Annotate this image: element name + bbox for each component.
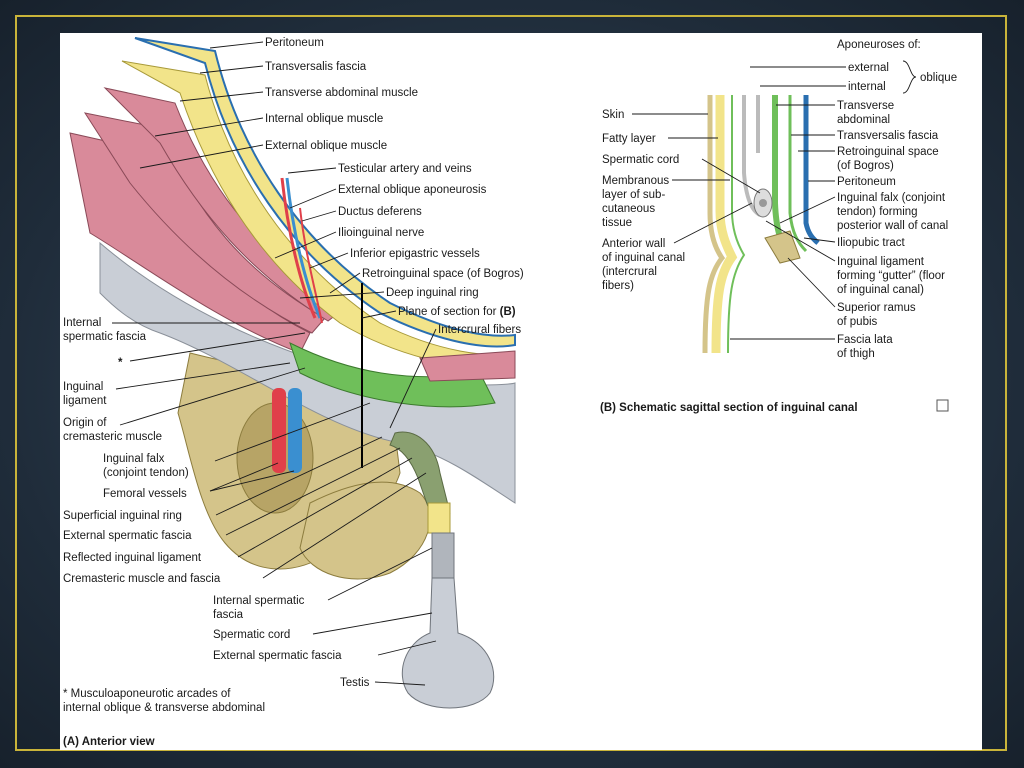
label-internal-oblique-muscle: Internal oblique muscle xyxy=(265,113,383,125)
label-external-oblique-aponeurosis: External oblique aponeurosis xyxy=(338,184,487,196)
label-gutter-3: of inguinal canal) xyxy=(837,284,924,296)
panel-a-caption: (A) Anterior view xyxy=(63,736,155,748)
label-retro-1: Retroinguinal space xyxy=(837,146,939,158)
label-retro-2: (of Bogros) xyxy=(837,160,894,172)
femoral-vein xyxy=(288,388,302,473)
label-membranous-1: Membranous xyxy=(602,175,669,187)
panel-a-labels: Peritoneum Transversalis fascia Transver… xyxy=(63,37,524,748)
ductus-deferens xyxy=(299,207,323,324)
label-membranous-2: layer of sub- xyxy=(602,189,665,201)
label-external-oblique-muscle: External oblique muscle xyxy=(265,140,387,152)
diagram-slide: Peritoneum Transversalis fascia Transver… xyxy=(60,33,982,750)
label-inguinal-falx-2: (conjoint tendon) xyxy=(103,467,189,479)
label-anterior-wall-3: (intercrural xyxy=(602,266,657,278)
label-transverse-1: Transverse xyxy=(837,100,894,112)
label-falx-2: tendon) forming xyxy=(837,206,918,218)
label-deep-inguinal-ring: Deep inguinal ring xyxy=(386,287,479,299)
label-inguinal-falx-1: Inguinal falx xyxy=(103,453,165,465)
label-oblique: oblique xyxy=(920,72,957,84)
label-external-spermatic: External spermatic fascia xyxy=(63,530,192,542)
panel-b-illustration xyxy=(702,95,820,354)
label-iliopubic: Iliopubic tract xyxy=(837,237,906,249)
label-spermatic-cord-b: Spermatic cord xyxy=(602,154,679,166)
muscle-cut-edge xyxy=(419,350,516,382)
label-falx-1: Inguinal falx (conjoint xyxy=(837,192,946,204)
panel-b-labels: Aponeuroses of: external internal obliqu… xyxy=(600,39,957,414)
label-aponeuroses-of: Aponeuroses of: xyxy=(837,39,921,51)
label-testis: Testis xyxy=(340,677,370,689)
label-membranous-3: cutaneous xyxy=(602,203,655,215)
label-membranous-4: tissue xyxy=(602,217,632,229)
label-transverse-abdominal-muscle: Transverse abdominal muscle xyxy=(265,87,418,99)
label-intercrural-fibers: Intercrural fibers xyxy=(438,324,521,336)
label-ext-sperm-fascia-2: External spermatic fascia xyxy=(213,650,342,662)
label-int-sperm-fascia-1: Internal spermatic xyxy=(213,595,305,607)
panel-b-caption: (B) Schematic sagittal section of inguin… xyxy=(600,402,858,414)
label-inferior-epigastric: Inferior epigastric vessels xyxy=(350,248,480,260)
label-anterior-wall-4: fibers) xyxy=(602,280,634,292)
testis-shape xyxy=(401,577,495,709)
peritoneum-b xyxy=(803,95,820,245)
label-transversalis-fascia: Transversalis fascia xyxy=(265,61,367,73)
inguinal-canal-diagram: Peritoneum Transversalis fascia Transver… xyxy=(63,37,957,748)
membranous-layer xyxy=(727,95,746,354)
green-conjoint-layer xyxy=(289,342,496,408)
label-cremasteric-muscle: Cremasteric muscle and fascia xyxy=(63,573,221,585)
label-internal-spermatic-2: spermatic fascia xyxy=(63,331,147,343)
superior-ramus-section xyxy=(764,230,801,264)
label-inguinal-ligament-1: Inguinal xyxy=(63,381,103,393)
label-plane-of-section: Plane of section for (B) xyxy=(398,306,516,318)
label-ramus-2: of pubis xyxy=(837,316,878,328)
label-lata-1: Fascia lata xyxy=(837,334,893,346)
label-peritoneum-b: Peritoneum xyxy=(837,176,896,188)
label-origin-cremasteric-1: Origin of xyxy=(63,417,107,429)
label-inguinal-ligament-2: ligament xyxy=(63,395,107,407)
label-skin: Skin xyxy=(602,109,624,121)
label-ductus-deferens: Ductus deferens xyxy=(338,206,422,218)
label-ilioinguinal-nerve: Ilioinguinal nerve xyxy=(338,227,424,239)
label-fatty-layer: Fatty layer xyxy=(602,133,656,145)
label-transverse-2: abdominal xyxy=(837,114,890,126)
label-transversalis-b: Transversalis fascia xyxy=(837,130,939,142)
label-lata-2: of thigh xyxy=(837,348,875,360)
label-peritoneum: Peritoneum xyxy=(265,37,324,49)
transversalis-fascia-b xyxy=(788,95,808,253)
label-external: external xyxy=(848,62,889,74)
label-testicular-artery: Testicular artery and veins xyxy=(338,163,472,175)
femoral-artery xyxy=(272,388,286,473)
fatty-layer-strip xyxy=(711,95,738,354)
label-retroinguinal-space: Retroinguinal space (of Bogros) xyxy=(362,268,524,280)
label-femoral-vessels: Femoral vessels xyxy=(103,488,187,500)
label-gutter-2: forming “gutter” (floor xyxy=(837,270,945,282)
label-superficial-ring: Superficial inguinal ring xyxy=(63,510,182,522)
caption-box-icon xyxy=(936,399,949,412)
label-int-sperm-fascia-2: fascia xyxy=(213,609,244,621)
cremasteric-segment xyxy=(427,502,451,534)
panel-a-illustration xyxy=(69,37,516,709)
label-internal-spermatic-1: Internal xyxy=(63,317,101,329)
cord-sheath xyxy=(431,532,455,579)
label-spermatic-cord: Spermatic cord xyxy=(213,629,290,641)
slide-border xyxy=(15,15,1007,751)
skin-layer xyxy=(702,95,726,354)
label-anterior-wall-1: Anterior wall xyxy=(602,238,665,250)
label-origin-cremasteric-2: cremasteric muscle xyxy=(63,431,162,443)
footnote-line-2: internal oblique & transverse abdominal xyxy=(63,702,265,714)
label-anterior-wall-2: of inguinal canal xyxy=(602,252,685,264)
testicular-vessels xyxy=(280,177,317,319)
label-falx-3: posterior wall of canal xyxy=(837,220,948,232)
label-gutter-1: Inguinal ligament xyxy=(837,256,925,268)
label-ramus-1: Superior ramus xyxy=(837,302,916,314)
label-internal: internal xyxy=(848,81,886,93)
asterisk-marker: * xyxy=(118,357,123,369)
footnote-line-1: * Musculoaponeurotic arcades of xyxy=(63,688,231,700)
label-reflected-ligament: Reflected inguinal ligament xyxy=(63,552,202,564)
